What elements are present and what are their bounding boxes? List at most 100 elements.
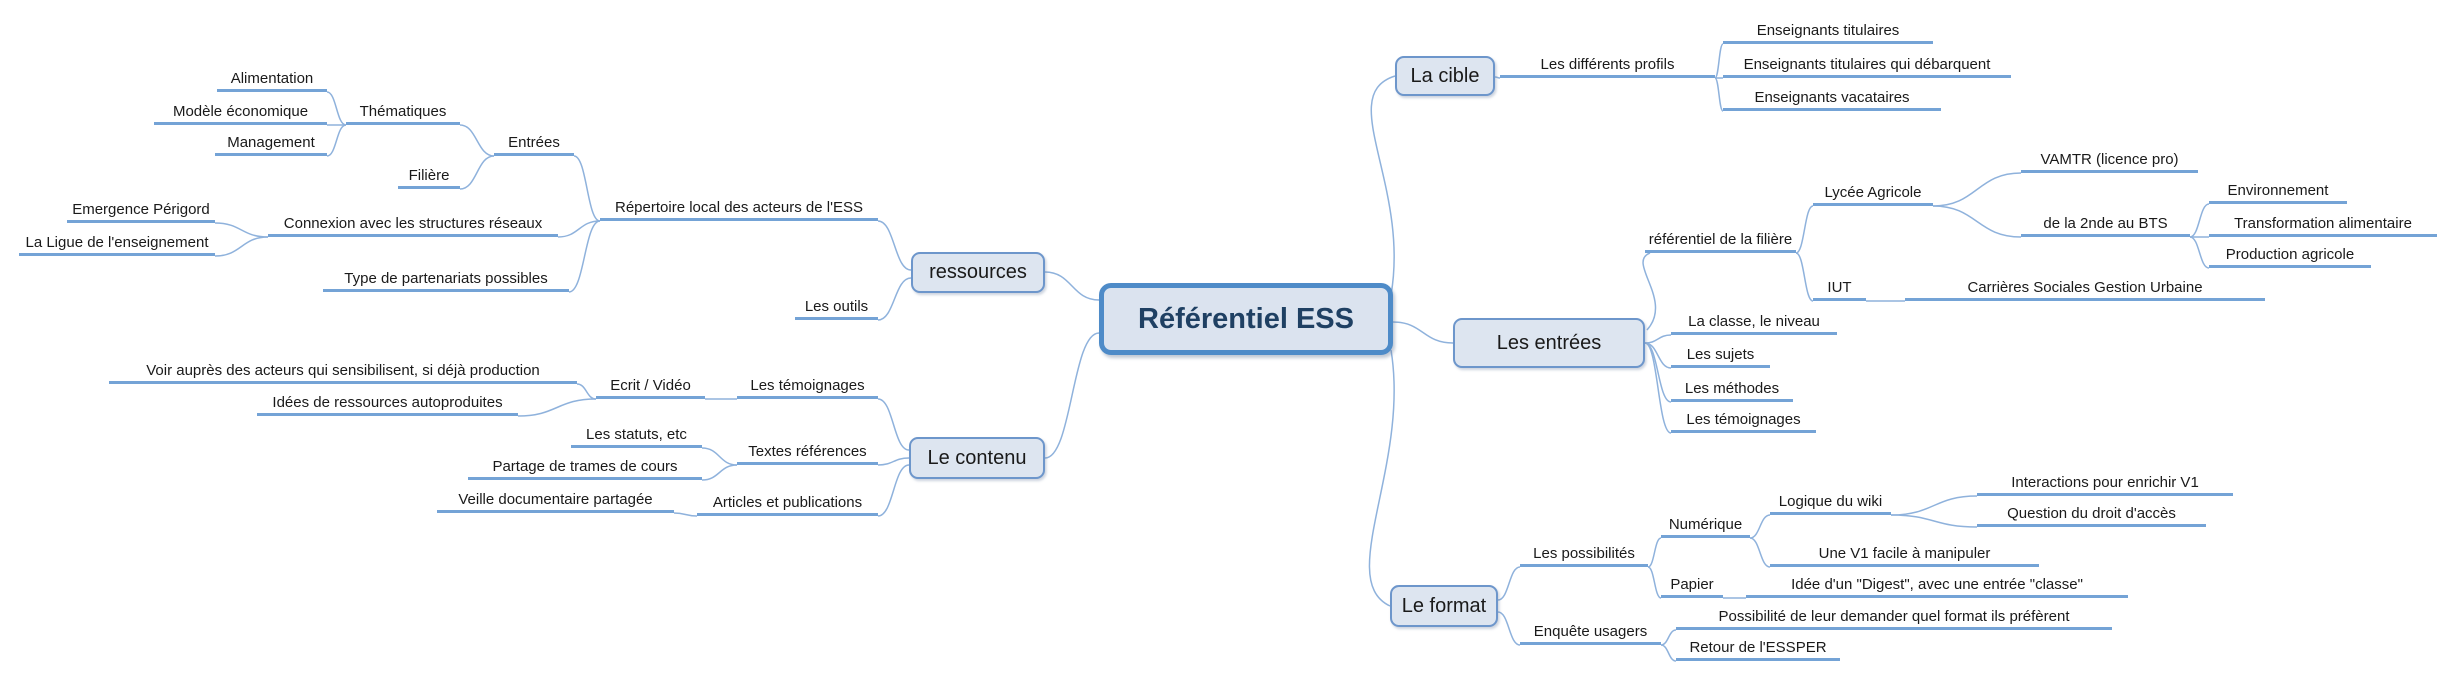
topic-enseignants-vacataires[interactable]: Enseignants vacataires bbox=[1723, 86, 1941, 111]
topic-logique-wiki[interactable]: Logique du wiki bbox=[1770, 490, 1891, 515]
topic-emergence-perigord[interactable]: Emergence Périgord bbox=[67, 198, 215, 223]
topic-articles-publications[interactable]: Articles et publications bbox=[697, 491, 878, 516]
topic-numerique[interactable]: Numérique bbox=[1661, 513, 1750, 538]
connector-line bbox=[877, 277, 912, 321]
node-le-contenu[interactable]: Le contenu bbox=[909, 437, 1045, 479]
topic-les-possibilites[interactable]: Les possibilités bbox=[1520, 542, 1648, 567]
connector-line bbox=[1642, 252, 1657, 331]
connector-line bbox=[557, 220, 601, 238]
connector-line bbox=[877, 464, 910, 517]
topic-temoignages-contenu[interactable]: Les témoignages bbox=[737, 374, 878, 399]
connector-line bbox=[701, 464, 738, 481]
connector-line bbox=[214, 222, 269, 238]
connector-line bbox=[701, 447, 738, 466]
node-ressources[interactable]: ressources bbox=[911, 252, 1045, 293]
connector-line bbox=[1644, 334, 1672, 344]
topic-production-agricole[interactable]: Production agricole bbox=[2209, 243, 2371, 268]
connector-line bbox=[1647, 566, 1662, 599]
topic-management[interactable]: Management bbox=[215, 131, 327, 156]
connector-line bbox=[1660, 629, 1677, 646]
topic-enseignants-titulaires[interactable]: Enseignants titulaires bbox=[1723, 19, 1933, 44]
connector-line bbox=[1494, 76, 1501, 79]
topic-entrees-locales[interactable]: Entrées bbox=[494, 131, 574, 156]
connector-line bbox=[2189, 236, 2210, 269]
topic-ecrit-video[interactable]: Ecrit / Vidéo bbox=[596, 374, 705, 399]
topic-les-statuts[interactable]: Les statuts, etc bbox=[571, 423, 702, 448]
topic-question-droit-acces[interactable]: Question du droit d'accès bbox=[1977, 502, 2206, 527]
connector-line bbox=[326, 124, 347, 157]
connector-line bbox=[1660, 644, 1677, 662]
connector-line bbox=[1932, 172, 2022, 207]
topic-modele-economique[interactable]: Modèle économique bbox=[154, 100, 327, 125]
connector-line bbox=[1714, 77, 1724, 112]
connector-line bbox=[1795, 205, 1814, 254]
topic-thematiques[interactable]: Thématiques bbox=[346, 100, 460, 125]
connector-line bbox=[459, 155, 495, 190]
connector-line bbox=[573, 155, 601, 222]
topic-textes-references[interactable]: Textes références bbox=[737, 440, 878, 465]
topic-repertoire-local[interactable]: Répertoire local des acteurs de l'ESS bbox=[600, 196, 878, 221]
topic-retour-essper[interactable]: Retour de l'ESSPER bbox=[1676, 636, 1840, 661]
topic-type-partenariats[interactable]: Type de partenariats possibles bbox=[323, 267, 569, 292]
node-le-format[interactable]: Le format bbox=[1390, 585, 1498, 627]
node-les-entrees[interactable]: Les entrées bbox=[1453, 318, 1645, 368]
connector-line bbox=[214, 236, 269, 257]
topic-environnement[interactable]: Environnement bbox=[2209, 179, 2347, 204]
connector-line bbox=[1497, 611, 1521, 646]
topic-temoignages-entrees[interactable]: Les témoignages bbox=[1671, 408, 1816, 433]
connector-line bbox=[1932, 205, 2022, 238]
topic-idees-autoproduites[interactable]: Idées de ressources autoproduites bbox=[257, 391, 518, 416]
connector-line bbox=[568, 220, 601, 293]
connector-line bbox=[877, 220, 912, 271]
topic-les-methodes[interactable]: Les méthodes bbox=[1671, 377, 1793, 402]
topic-v1-facile[interactable]: Une V1 facile à manipuler bbox=[1770, 542, 2039, 567]
topic-idee-digest[interactable]: Idée d'un "Digest", avec une entrée "cla… bbox=[1746, 573, 2128, 598]
connector-line bbox=[1647, 537, 1662, 568]
topic-differents-profils[interactable]: Les différents profils bbox=[1500, 53, 1715, 78]
topic-vamtr[interactable]: VAMTR (licence pro) bbox=[2021, 148, 2198, 173]
topic-filiere[interactable]: Filière bbox=[398, 164, 460, 189]
topic-possibilite-demander[interactable]: Possibilité de leur demander quel format… bbox=[1676, 605, 2112, 630]
connector-line bbox=[1644, 342, 1672, 434]
topic-papier[interactable]: Papier bbox=[1661, 573, 1723, 598]
connector-line bbox=[326, 91, 347, 126]
topic-connexion-structures[interactable]: Connexion avec les structures réseaux bbox=[268, 212, 558, 237]
connector-line bbox=[459, 124, 495, 157]
node-root[interactable]: Référentiel ESS bbox=[1099, 283, 1393, 355]
connector-line bbox=[1497, 566, 1521, 601]
connector-line bbox=[2189, 203, 2210, 238]
topic-carrieres-sociales[interactable]: Carrières Sociales Gestion Urbaine bbox=[1905, 276, 2265, 301]
topic-les-outils[interactable]: Les outils bbox=[795, 295, 878, 320]
topic-ligue-enseignement[interactable]: La Ligue de l'enseignement bbox=[19, 231, 215, 256]
topic-veille-documentaire[interactable]: Veille documentaire partagée bbox=[437, 488, 674, 513]
topic-transformation-alimentaire[interactable]: Transformation alimentaire bbox=[2209, 212, 2437, 237]
connector-line bbox=[576, 383, 597, 400]
connector-line bbox=[877, 457, 910, 466]
connector-line bbox=[1890, 495, 1978, 516]
topic-iut[interactable]: IUT bbox=[1813, 276, 1866, 301]
connector-line bbox=[1044, 332, 1100, 459]
connector-line bbox=[1392, 321, 1454, 344]
topic-classe-niveau[interactable]: La classe, le niveau bbox=[1671, 310, 1837, 335]
topic-les-sujets[interactable]: Les sujets bbox=[1671, 343, 1770, 368]
topic-voir-aupres-acteurs[interactable]: Voir auprès des acteurs qui sensibilisen… bbox=[109, 359, 577, 384]
topic-enseignants-debarquent[interactable]: Enseignants titulaires qui débarquent bbox=[1723, 53, 2011, 78]
node-la-cible[interactable]: La cible bbox=[1395, 56, 1495, 96]
connector-line bbox=[673, 512, 698, 517]
connector-line bbox=[1714, 43, 1724, 79]
connector-line bbox=[1795, 252, 1814, 302]
connector-line bbox=[1044, 271, 1100, 301]
topic-seconde-bts[interactable]: de la 2nde au BTS bbox=[2021, 212, 2190, 237]
connector-line bbox=[1368, 349, 1395, 607]
topic-referentiel-filiere[interactable]: référentiel de la filière bbox=[1645, 228, 1796, 253]
connector-line bbox=[1749, 537, 1771, 568]
connector-line bbox=[1749, 514, 1771, 539]
topic-lycee-agricole[interactable]: Lycée Agricole bbox=[1813, 181, 1933, 206]
topic-enquete-usagers[interactable]: Enquête usagers bbox=[1520, 620, 1661, 645]
topic-alimentation[interactable]: Alimentation bbox=[217, 67, 327, 92]
topic-interactions-v1[interactable]: Interactions pour enrichir V1 bbox=[1977, 471, 2233, 496]
topic-partage-trames[interactable]: Partage de trames de cours bbox=[468, 455, 702, 480]
connector-line bbox=[517, 398, 597, 417]
